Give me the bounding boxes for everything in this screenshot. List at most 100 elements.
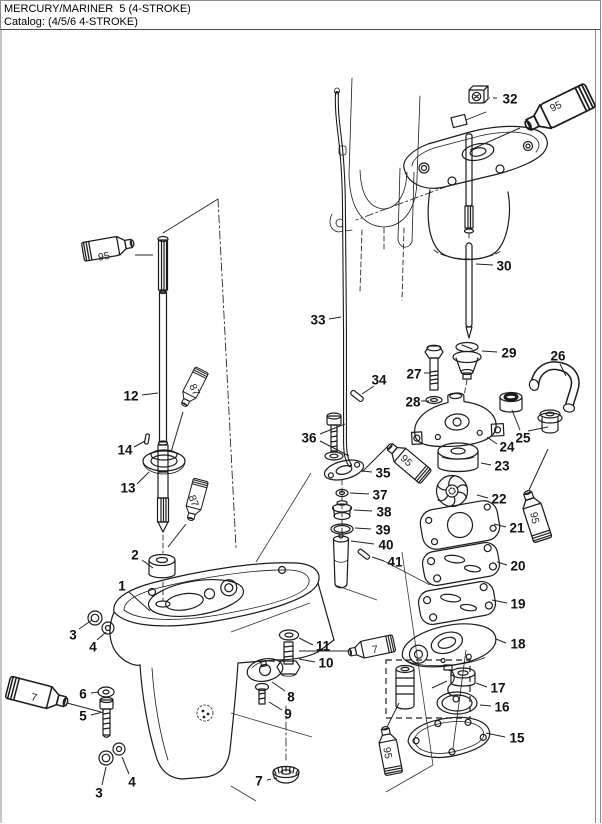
shift-rod-33 — [334, 87, 364, 467]
tube-label-95: 95 — [527, 511, 541, 525]
housing-fasteners-left — [87, 610, 126, 766]
callout-leader-30 — [475, 263, 494, 266]
callout-19: 19 — [510, 597, 525, 612]
callout-28: 28 — [405, 395, 421, 410]
callout-41: 41 — [387, 555, 403, 570]
callout-leader-19 — [491, 599, 508, 604]
anode-group — [246, 629, 301, 784]
callout-leader-17 — [475, 682, 488, 688]
callout-2: 2 — [131, 548, 139, 563]
page-frame — [0, 30, 601, 823]
callout-leader-4 — [121, 756, 130, 775]
tube-7-left — [4, 675, 71, 715]
callout-leader-15 — [485, 732, 506, 738]
tube-leader-95 — [386, 702, 400, 728]
tube-label-95: 95 — [548, 99, 564, 115]
tube-label-7: 7 — [30, 691, 38, 704]
callout-leader-22 — [476, 494, 489, 499]
tube-label-7: 7 — [371, 643, 378, 656]
callout-21: 21 — [509, 521, 525, 536]
callout-38: 38 — [376, 505, 392, 520]
tube-label-87: 87 — [186, 493, 201, 508]
callout-leader-7 — [266, 777, 278, 781]
callout-12: 12 — [123, 389, 138, 404]
callout-leader-24 — [486, 436, 498, 445]
callout-17: 17 — [490, 681, 505, 696]
callout-leader-2 — [141, 559, 154, 569]
callout-5: 5 — [79, 709, 87, 724]
tube-leader-95 — [361, 445, 389, 473]
callout-4: 4 — [89, 640, 97, 655]
callout-leader-21 — [493, 523, 507, 528]
callout-25: 25 — [515, 431, 531, 446]
callout-1: 1 — [118, 579, 126, 594]
callout-11: 11 — [316, 639, 331, 654]
water-pump-top-group — [410, 341, 580, 448]
group-boundary-lines — [230, 472, 434, 802]
callout-leader-36 — [319, 423, 346, 435]
callout-7: 7 — [255, 774, 263, 789]
callout-leader-29 — [481, 350, 498, 353]
square-nut-32 — [468, 85, 489, 104]
callout-16: 16 — [494, 700, 510, 715]
callout-leader-6 — [90, 691, 100, 694]
driveshaft-group — [142, 198, 237, 601]
callout-leader-16 — [479, 704, 492, 707]
callout-13: 13 — [120, 481, 136, 496]
callout-leader-40 — [350, 540, 375, 545]
callout-leader-23 — [480, 462, 492, 466]
seal-detail-box — [385, 659, 471, 719]
pivot-rod-30 — [463, 133, 475, 339]
callout-3: 3 — [69, 628, 77, 643]
callout-leader-25 — [527, 426, 549, 432]
tube-label-87: 87 — [186, 382, 202, 398]
callout-30: 30 — [496, 259, 511, 274]
callout-leader-26 — [559, 363, 567, 377]
water-pump-stack — [401, 442, 502, 759]
callout-leader-3 — [78, 619, 93, 630]
callout-10: 10 — [318, 656, 333, 671]
callout-34: 34 — [371, 373, 387, 388]
callout-leader-35 — [361, 470, 373, 473]
callout-leader-41 — [371, 556, 385, 562]
callout-29: 29 — [501, 346, 516, 361]
shift-cam-group — [323, 412, 371, 589]
callout-leader-37 — [349, 492, 370, 495]
callout-39: 39 — [375, 523, 390, 538]
callout-9: 9 — [284, 707, 292, 722]
tube-leader-7 — [66, 702, 102, 713]
callout-leader-38 — [353, 509, 373, 512]
tube-label-95: 95 — [380, 746, 394, 760]
callout-leader-1 — [128, 591, 151, 612]
callout-8: 8 — [287, 690, 295, 705]
callout-14: 14 — [117, 443, 133, 458]
callout-leader-34 — [361, 385, 375, 395]
header-catalog: Catalog: (4/5/6 4-STROKE) — [4, 16, 138, 28]
callout-leader-18 — [495, 638, 507, 644]
callout-leader-3 — [101, 766, 107, 786]
header-title: MERCURY/MARINER 5 (4-STROKE) — [4, 3, 191, 15]
tube-leader-95 — [469, 127, 521, 151]
callout-20: 20 — [510, 559, 525, 574]
callout-layer: 1234653412141333343635373839404111108971… — [30, 92, 567, 801]
callout-leader-20 — [496, 561, 508, 566]
callout-leader-13 — [136, 471, 150, 485]
powerhead-base — [397, 111, 548, 261]
tube-leader-87 — [170, 411, 184, 453]
callout-27: 27 — [406, 367, 421, 382]
callout-15: 15 — [509, 731, 525, 746]
tube-leader-87 — [167, 523, 187, 548]
callout-33: 33 — [310, 313, 326, 328]
callout-36: 36 — [301, 431, 317, 446]
callout-22: 22 — [491, 492, 506, 507]
tube-label-95: 95 — [97, 250, 111, 264]
callout-26: 26 — [550, 349, 566, 364]
callout-leader-36 — [319, 440, 350, 457]
callout-32: 32 — [502, 92, 517, 107]
callout-leader-9 — [268, 701, 283, 711]
callout-leader-11 — [298, 637, 314, 646]
callout-leader-4 — [96, 631, 107, 641]
lubricant-tubes — [4, 82, 597, 777]
callout-leader-39 — [354, 527, 372, 530]
